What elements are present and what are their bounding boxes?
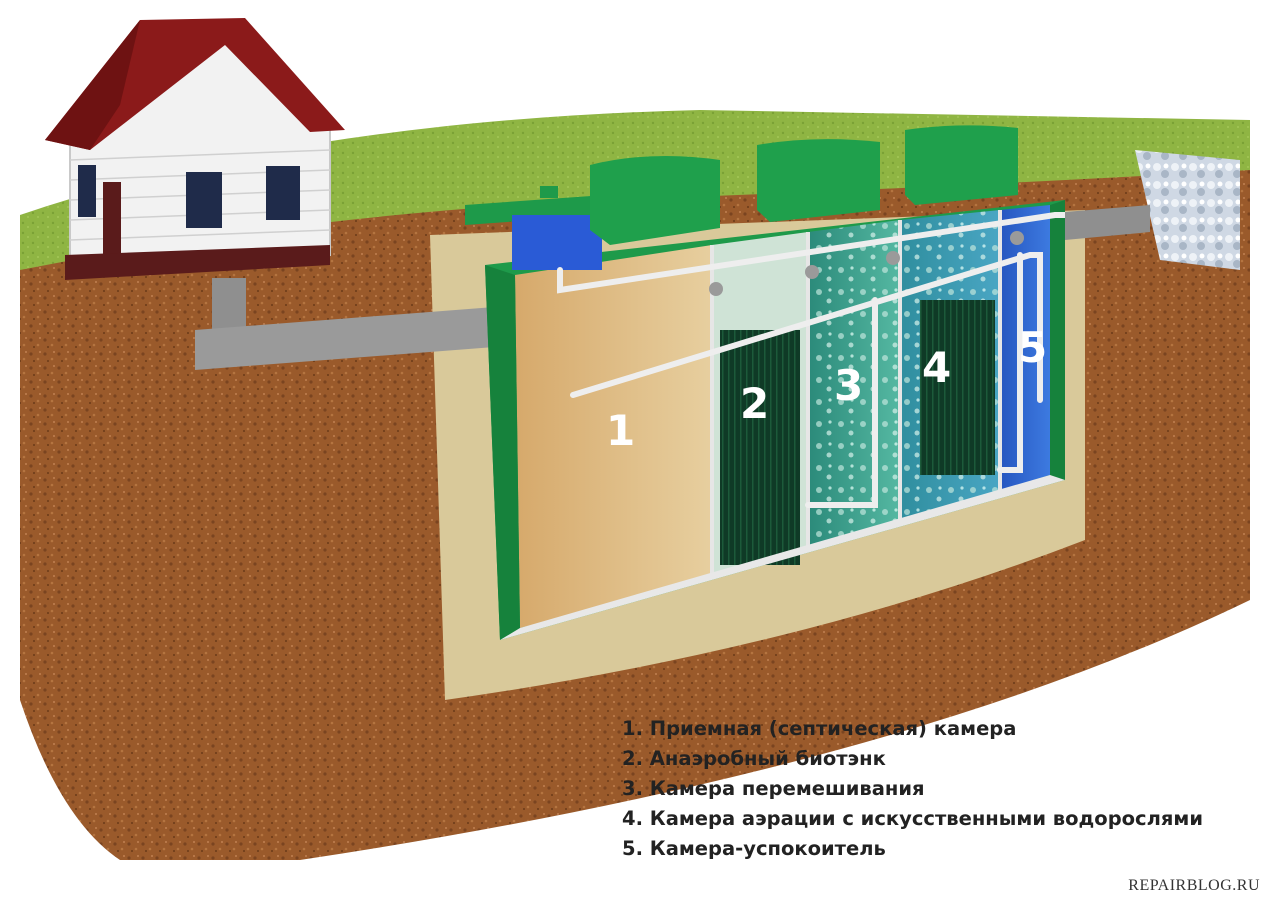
internal-pipes (557, 212, 1073, 508)
gravel-layer (1135, 150, 1240, 270)
legend-item: 5. Камера-успокоитель (622, 837, 886, 860)
chamber-number-1: 1 (606, 406, 635, 455)
tank-lids (465, 125, 1018, 270)
legend-item: 3. Камера перемешивания (622, 777, 925, 800)
legend: 1. Приемная (септическая) камера 2. Анаэ… (622, 714, 1203, 864)
house-icon (45, 18, 345, 280)
legend-item: 2. Анаэробный биотэнк (622, 747, 886, 770)
tank (485, 200, 1065, 640)
brush-2 (720, 330, 800, 565)
brush-4 (920, 300, 995, 475)
chamber-number-4: 4 (922, 343, 951, 392)
watermark: REPAIRBLOG.RU (1128, 877, 1260, 894)
chamber-number-3: 3 (834, 361, 863, 410)
pipe-valves (709, 231, 1024, 296)
chamber-1 (515, 245, 712, 628)
legend-item: 1. Приемная (септическая) камера (622, 717, 1017, 740)
chamber-number-5: 5 (1018, 323, 1047, 372)
legend-item: 4. Камера аэрации с искусственными водор… (622, 807, 1204, 830)
outlet-pipe (1065, 205, 1150, 240)
chamber-number-2: 2 (740, 379, 769, 428)
